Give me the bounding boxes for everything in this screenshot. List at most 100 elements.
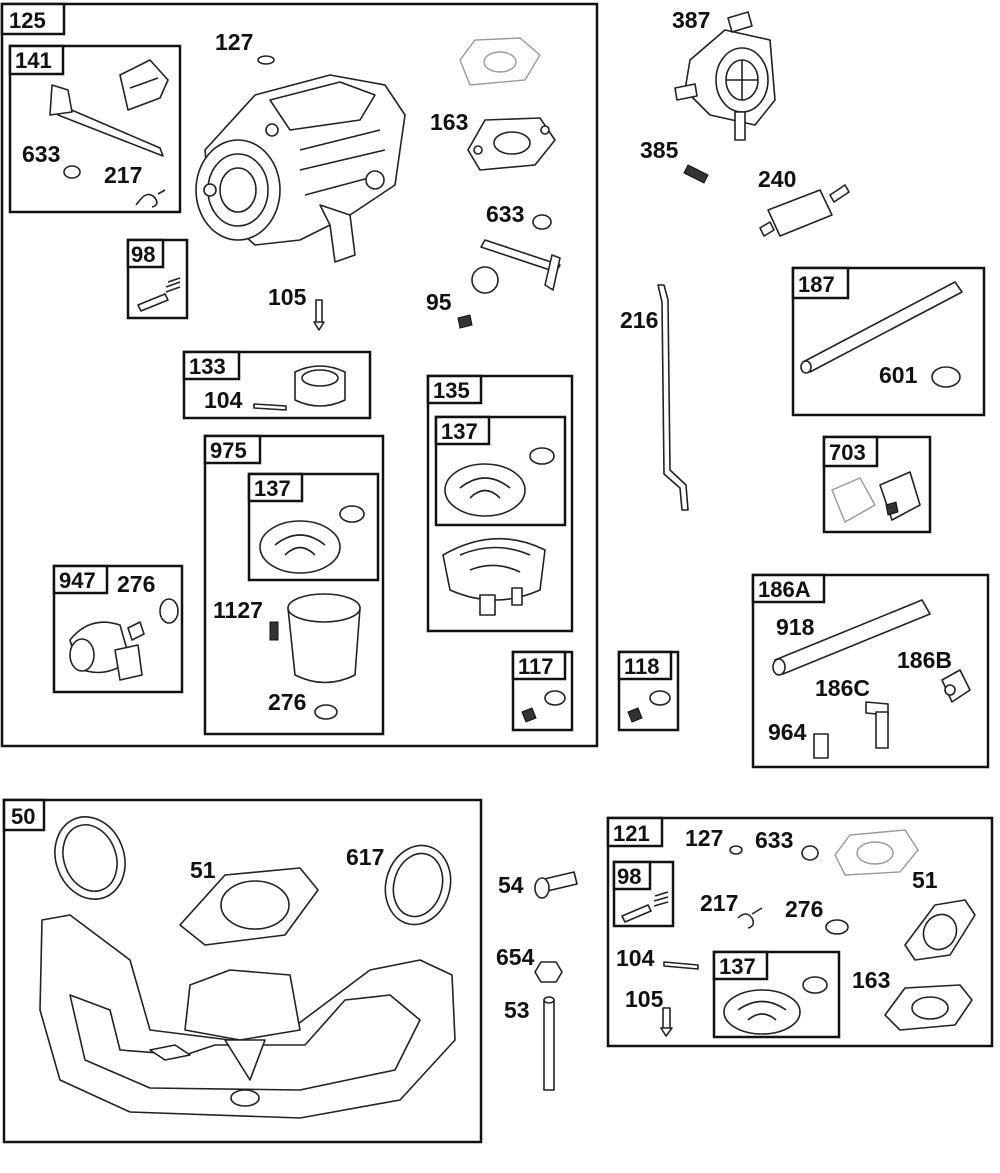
- group-141-tag: [8, 44, 65, 76]
- part-104-pin-b[interactable]: [663, 961, 699, 970]
- label-387: 387: [672, 7, 710, 33]
- part-104-pin[interactable]: [253, 403, 287, 411]
- part-choke-shaft[interactable]: [480, 239, 561, 273]
- group-121-frame: [606, 816, 994, 1048]
- group-117-tag: [511, 650, 567, 681]
- part-163-gasket-b[interactable]: [884, 984, 973, 1031]
- part-53-stud[interactable]: [543, 996, 555, 1091]
- part-276-seal-c[interactable]: [825, 919, 849, 935]
- group-137-a-number: 137: [254, 476, 291, 501]
- group-137-b-tag: [434, 415, 491, 446]
- part-spring-b[interactable]: [653, 891, 669, 907]
- group-975: 975 137 1127 276: [203, 434, 385, 736]
- part-choke-plate[interactable]: [471, 266, 499, 294]
- group-121-tag: [606, 816, 664, 848]
- label-216: 216: [620, 307, 658, 333]
- group-947-tag: [52, 564, 109, 595]
- part-spring[interactable]: [165, 277, 181, 293]
- group-186A: 186A 918 186B 186C 964: [751, 573, 990, 769]
- part-633-bushing[interactable]: [63, 165, 81, 179]
- part-95-screw[interactable]: [457, 314, 473, 329]
- part-gasket-c[interactable]: [723, 989, 801, 1035]
- part-276-seal-b[interactable]: [159, 598, 179, 624]
- part-seal-a[interactable]: [339, 505, 365, 523]
- part-seal-c[interactable]: [802, 976, 828, 994]
- group-137-c-number: 137: [719, 954, 756, 979]
- part-240-fuel-filter[interactable]: [759, 184, 850, 237]
- part-choke-lever[interactable]: [544, 254, 561, 291]
- label-964: 964: [768, 719, 807, 745]
- part-118-screw[interactable]: [627, 707, 643, 723]
- part-screw-b[interactable]: [621, 904, 652, 923]
- part-1127-screw[interactable]: [269, 621, 279, 641]
- group-125: 125 127 163: [0, 2, 599, 748]
- part-51-gasket-b[interactable]: [904, 899, 976, 961]
- part-intake-gasket-left[interactable]: [44, 807, 137, 909]
- part-118-seal[interactable]: [649, 690, 671, 706]
- label-1127: 1127: [213, 597, 263, 623]
- part-throttle-plate[interactable]: [119, 59, 169, 111]
- label-105-b: 105: [625, 986, 664, 1012]
- group-947-number: 947: [59, 568, 96, 593]
- part-703-b[interactable]: [879, 471, 921, 521]
- part-54-bolt[interactable]: [534, 871, 578, 899]
- part-105-needle[interactable]: [313, 299, 325, 331]
- group-137-a-frame: [247, 472, 380, 582]
- part-117-seal[interactable]: [544, 690, 566, 706]
- group-135-frame: [426, 374, 574, 633]
- part-633-bushing-c[interactable]: [801, 845, 819, 861]
- part-217-spring[interactable]: [135, 189, 166, 208]
- part-617-gasket[interactable]: [377, 838, 460, 932]
- part-127-oring-b[interactable]: [729, 845, 743, 855]
- group-947-frame: [52, 564, 184, 694]
- label-276: 276: [268, 689, 306, 715]
- part-703-a[interactable]: [831, 477, 876, 524]
- part-163-gasket[interactable]: [467, 117, 556, 171]
- group-141-frame: [8, 44, 182, 214]
- part-105-needle-b[interactable]: [660, 1007, 673, 1037]
- carburetor-body[interactable]: [195, 74, 406, 263]
- label-617: 617: [346, 844, 384, 870]
- part-seal-b[interactable]: [529, 447, 555, 465]
- label-217-b: 217: [700, 890, 738, 916]
- part-gasket-top[interactable]: [459, 37, 541, 86]
- group-975-frame: [203, 434, 385, 736]
- group-118-tag: [617, 650, 673, 681]
- part-217-spring-b[interactable]: [737, 907, 763, 929]
- group-118: 118: [617, 650, 680, 732]
- part-127-oring[interactable]: [257, 55, 275, 65]
- part-intake-manifold[interactable]: [39, 914, 456, 1119]
- part-276-seal[interactable]: [314, 704, 338, 720]
- group-186A-number: 186A: [758, 577, 811, 602]
- group-187-tag: [791, 266, 850, 300]
- group-125-number: 125: [9, 8, 46, 33]
- group-141: 141 633 217: [8, 44, 182, 214]
- part-385-screw[interactable]: [683, 164, 709, 184]
- part-gasket-faint[interactable]: [834, 829, 919, 876]
- part-387-fuel-pump[interactable]: [674, 11, 776, 141]
- label-104-b: 104: [616, 945, 655, 971]
- part-117-screw[interactable]: [521, 707, 537, 723]
- label-633-b: 633: [486, 201, 524, 227]
- label-186B: 186B: [897, 647, 952, 673]
- part-51-gasket[interactable]: [179, 867, 319, 946]
- part-throttle-lever[interactable]: [49, 84, 73, 116]
- group-121: 121 98 127 633 217 276 51 104 105 137: [606, 816, 994, 1048]
- group-118-number: 118: [624, 654, 660, 679]
- part-964-sleeve[interactable]: [813, 733, 829, 759]
- part-601-clamp[interactable]: [931, 366, 961, 388]
- label-276-b: 276: [117, 571, 155, 597]
- part-654-nut[interactable]: [534, 961, 563, 983]
- label-53: 53: [504, 997, 530, 1023]
- group-50: 50 51 617: [2, 798, 483, 1144]
- group-50-tag: [2, 798, 46, 832]
- part-screw[interactable]: [137, 293, 169, 312]
- label-217: 217: [104, 162, 142, 188]
- part-633-bushing-b[interactable]: [532, 214, 552, 230]
- group-133-number: 133: [189, 354, 226, 379]
- part-216-rod[interactable]: [657, 284, 689, 511]
- label-163-b: 163: [852, 967, 890, 993]
- part-throttle-shaft[interactable]: [57, 104, 164, 157]
- part-primer-plate[interactable]: [442, 537, 546, 601]
